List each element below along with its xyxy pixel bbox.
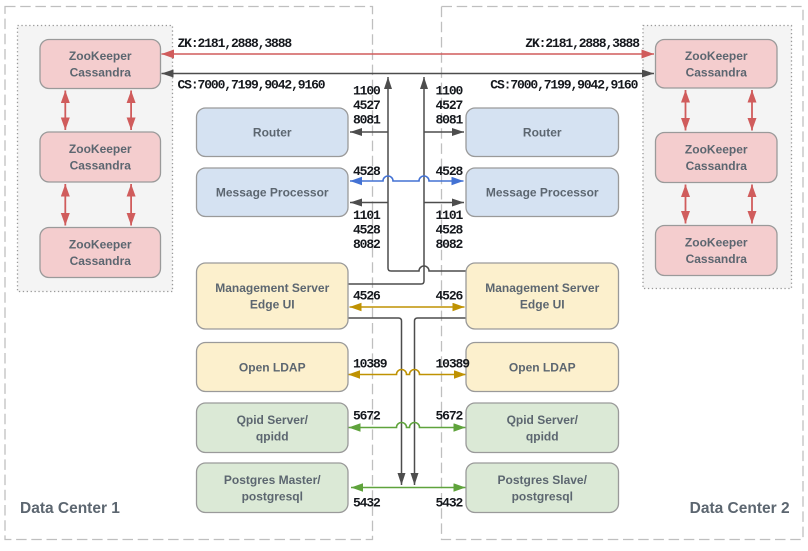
- svg-text:8081: 8081: [353, 113, 381, 128]
- svg-text:ZooKeeper: ZooKeeper: [685, 49, 748, 63]
- svg-text:ZooKeeper: ZooKeeper: [69, 142, 132, 156]
- svg-text:ZK:2181,2888,3888: ZK:2181,2888,3888: [178, 36, 293, 51]
- svg-text:Edge UI: Edge UI: [250, 298, 295, 312]
- svg-text:ZooKeeper: ZooKeeper: [69, 49, 132, 63]
- svg-text:8081: 8081: [436, 113, 464, 128]
- svg-text:Edge UI: Edge UI: [520, 298, 565, 312]
- svg-text:4527: 4527: [436, 98, 463, 113]
- svg-text:qpidd: qpidd: [256, 429, 289, 443]
- svg-text:ZooKeeper: ZooKeeper: [685, 236, 748, 250]
- svg-text:Message Processor: Message Processor: [216, 186, 329, 200]
- svg-text:10389: 10389: [436, 357, 471, 372]
- svg-text:Cassandra: Cassandra: [686, 252, 748, 266]
- svg-text:1101: 1101: [436, 208, 464, 223]
- svg-text:4526: 4526: [436, 289, 464, 304]
- svg-text:Open LDAP: Open LDAP: [509, 360, 576, 374]
- svg-text:Cassandra: Cassandra: [70, 159, 132, 173]
- svg-text:Message Processor: Message Processor: [486, 186, 599, 200]
- svg-text:4528: 4528: [436, 164, 464, 179]
- svg-text:qpidd: qpidd: [526, 429, 559, 443]
- svg-text:CS:7000,7199,9042,9160: CS:7000,7199,9042,9160: [490, 78, 638, 93]
- svg-text:5672: 5672: [436, 409, 464, 424]
- svg-text:ZooKeeper: ZooKeeper: [69, 238, 132, 252]
- svg-text:Data Center 1: Data Center 1: [20, 500, 120, 517]
- svg-text:4528: 4528: [436, 223, 464, 238]
- svg-text:postgresql: postgresql: [512, 489, 573, 503]
- svg-text:4527: 4527: [353, 98, 380, 113]
- svg-text:5672: 5672: [353, 409, 381, 424]
- svg-text:4528: 4528: [353, 223, 381, 238]
- svg-text:5432: 5432: [436, 496, 464, 511]
- svg-text:Cassandra: Cassandra: [686, 65, 748, 79]
- svg-text:4526: 4526: [353, 289, 381, 304]
- svg-text:Postgres Master/: Postgres Master/: [224, 473, 321, 487]
- svg-text:1101: 1101: [353, 208, 381, 223]
- svg-text:5432: 5432: [353, 496, 381, 511]
- svg-text:Router: Router: [253, 126, 292, 140]
- svg-text:8082: 8082: [436, 237, 464, 252]
- svg-text:ZooKeeper: ZooKeeper: [685, 143, 748, 157]
- svg-text:4528: 4528: [353, 164, 381, 179]
- svg-text:1100: 1100: [353, 84, 381, 99]
- svg-text:Postgres Slave/: Postgres Slave/: [498, 473, 588, 487]
- svg-text:CS:7000,7199,9042,9160: CS:7000,7199,9042,9160: [178, 78, 326, 93]
- svg-text:Cassandra: Cassandra: [70, 66, 132, 80]
- svg-text:Cassandra: Cassandra: [70, 254, 132, 268]
- svg-text:ZK:2181,2888,3888: ZK:2181,2888,3888: [525, 36, 640, 51]
- svg-text:Data Center 2: Data Center 2: [690, 500, 790, 517]
- svg-text:1100: 1100: [436, 84, 464, 99]
- svg-text:Cassandra: Cassandra: [686, 159, 748, 173]
- svg-text:Open LDAP: Open LDAP: [239, 360, 306, 374]
- svg-text:Qpid Server/: Qpid Server/: [507, 413, 579, 427]
- svg-text:Management Server: Management Server: [215, 281, 329, 295]
- svg-text:Management Server: Management Server: [485, 281, 599, 295]
- svg-text:postgresql: postgresql: [242, 489, 303, 503]
- svg-text:10389: 10389: [353, 357, 388, 372]
- svg-text:Router: Router: [523, 126, 562, 140]
- svg-text:Qpid Server/: Qpid Server/: [237, 413, 309, 427]
- svg-text:8082: 8082: [353, 237, 381, 252]
